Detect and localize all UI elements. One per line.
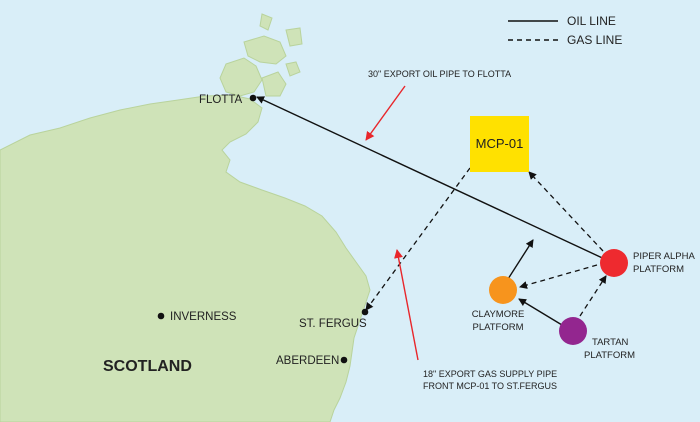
st-fergus-label: ST. FERGUS	[299, 318, 367, 330]
piper-alpha-label-line2: PLATFORM	[633, 264, 684, 275]
gas-pipe-callout-label-line1: 18" EXPORT GAS SUPPLY PIPE	[423, 369, 557, 379]
flotta-marker	[249, 94, 257, 102]
st-fergus-marker	[361, 308, 369, 316]
inverness-label: INVERNESS	[170, 311, 237, 323]
legend-oil-label: OIL LINE	[567, 14, 616, 28]
piper-alpha-label-line1: PIPER ALPHA	[633, 251, 695, 262]
orkney-islands	[219, 13, 303, 97]
claymore-platform	[489, 276, 517, 304]
mcp01-platform	[470, 116, 529, 172]
gas-pipe-callout-label-line2: FRONT MCP-01 TO ST.FERGUS	[423, 381, 557, 391]
mcp01-label: MCP-01	[476, 136, 524, 151]
scotland-label: SCOTLAND	[103, 358, 192, 375]
inverness-marker	[157, 312, 165, 320]
tartan-platform	[559, 317, 587, 345]
oil-pipe-callout-label: 30" EXPORT OIL PIPE TO FLOTTA	[368, 69, 511, 79]
aberdeen-marker	[340, 356, 348, 364]
oil-pipe-callout-arrow	[365, 85, 406, 141]
gas-line-piper-to-mcp01	[528, 171, 604, 252]
legend-gas-label: GAS LINE	[567, 33, 622, 47]
gas-line-tartan-to-piper	[579, 275, 607, 317]
aberdeen-label: ABERDEEN	[276, 355, 339, 367]
legend: OIL LINE GAS LINE	[508, 14, 622, 47]
claymore-label-line1: CLAYMORE	[472, 309, 525, 320]
oil-line-tartan-to-claymore	[518, 298, 563, 326]
scotland-mainland	[0, 94, 371, 422]
claymore-label-line2: PLATFORM	[472, 322, 523, 333]
tartan-label-line1: TARTAN	[592, 337, 629, 348]
gas-pipeline-to-st-fergus	[365, 167, 471, 311]
gas-line-piper-to-claymore	[519, 264, 598, 289]
flotta-label: FLOTTA	[199, 94, 243, 106]
gas-pipe-callout-arrow	[394, 249, 419, 361]
tartan-label-line2: PLATFORM	[584, 350, 635, 361]
piper-alpha-platform	[600, 249, 628, 277]
oil-pipeline-to-flotta	[256, 96, 612, 263]
oil-line-claymore-to-main	[507, 239, 534, 280]
